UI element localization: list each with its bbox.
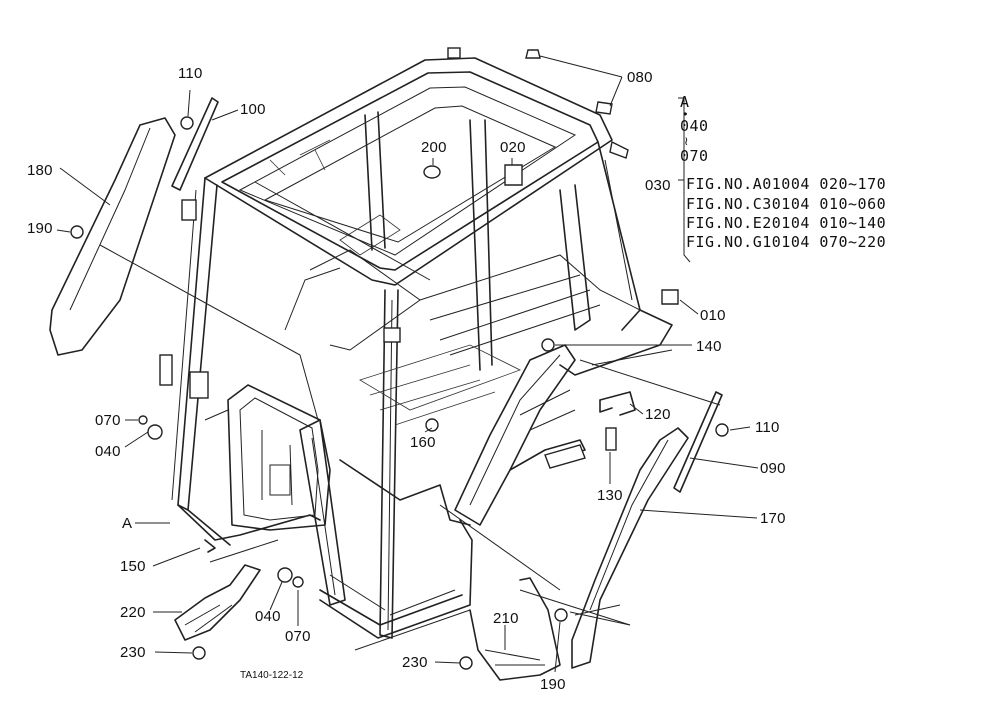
- callout-030: 030: [645, 177, 671, 194]
- ref-stack-dot: •: [682, 108, 690, 121]
- base-frame: [177, 249, 673, 639]
- ref-range-mark: ≀: [684, 134, 689, 148]
- callout-210: 210: [493, 610, 519, 627]
- ref-line-2: FIG.NO.C30104 010~060: [686, 195, 887, 213]
- callout-150: 150: [120, 558, 146, 575]
- callout-070-left: 070: [95, 412, 121, 429]
- clip-150: [204, 539, 216, 553]
- callout-120: 120: [645, 406, 671, 423]
- step-210: [469, 577, 561, 681]
- callout-190-left: 190: [27, 220, 53, 237]
- callout-180: 180: [27, 162, 53, 179]
- callout-100: 100: [240, 101, 266, 118]
- callout-220: 220: [120, 604, 146, 621]
- callout-020: 020: [500, 139, 526, 156]
- callout-230-left: 230: [120, 644, 146, 661]
- bracket-220: [174, 564, 261, 641]
- right-front-fender: [454, 344, 586, 526]
- callout-040-bottom: 040: [255, 608, 281, 625]
- callout-090: 090: [760, 460, 786, 477]
- leader-lines: [56, 55, 759, 673]
- callout-190-bottom: 190: [540, 676, 566, 693]
- callout-110-right: 110: [755, 419, 780, 436]
- figure-code: TA140-122-12: [240, 670, 304, 681]
- bracket-120: [599, 391, 636, 416]
- ref-line-4: FIG.NO.G10104 070~220: [686, 233, 887, 251]
- frame-posts: [159, 111, 641, 639]
- callout-A: A: [122, 515, 133, 532]
- left-side-panel: [227, 384, 346, 606]
- trim-strip-180: [49, 117, 176, 356]
- callout-230-right: 230: [402, 654, 428, 671]
- callout-010: 010: [700, 307, 726, 324]
- callout-160: 160: [410, 434, 436, 451]
- ref-stack-040: 040: [680, 117, 709, 135]
- roof-frame: [204, 47, 629, 286]
- callout-070-bottom: 070: [285, 628, 311, 645]
- trim-strip-090: [673, 391, 723, 493]
- ref-stack-070: 070: [680, 147, 709, 165]
- ref-line-1: FIG.NO.A01004 020~170: [686, 175, 887, 193]
- callout-200: 200: [421, 139, 447, 156]
- callout-080: 080: [627, 69, 653, 86]
- trim-strip-100: [171, 97, 219, 191]
- callout-130: 130: [597, 487, 623, 504]
- callout-170: 170: [760, 510, 786, 527]
- callout-140: 140: [696, 338, 722, 355]
- callout-110-top: 110: [178, 65, 203, 82]
- trim-strip-170: [571, 427, 689, 669]
- callout-040-left: 040: [95, 443, 121, 460]
- ref-stack-a: A: [680, 93, 690, 111]
- fasteners: [70, 49, 729, 670]
- ref-line-3: FIG.NO.E20104 010~140: [686, 214, 887, 232]
